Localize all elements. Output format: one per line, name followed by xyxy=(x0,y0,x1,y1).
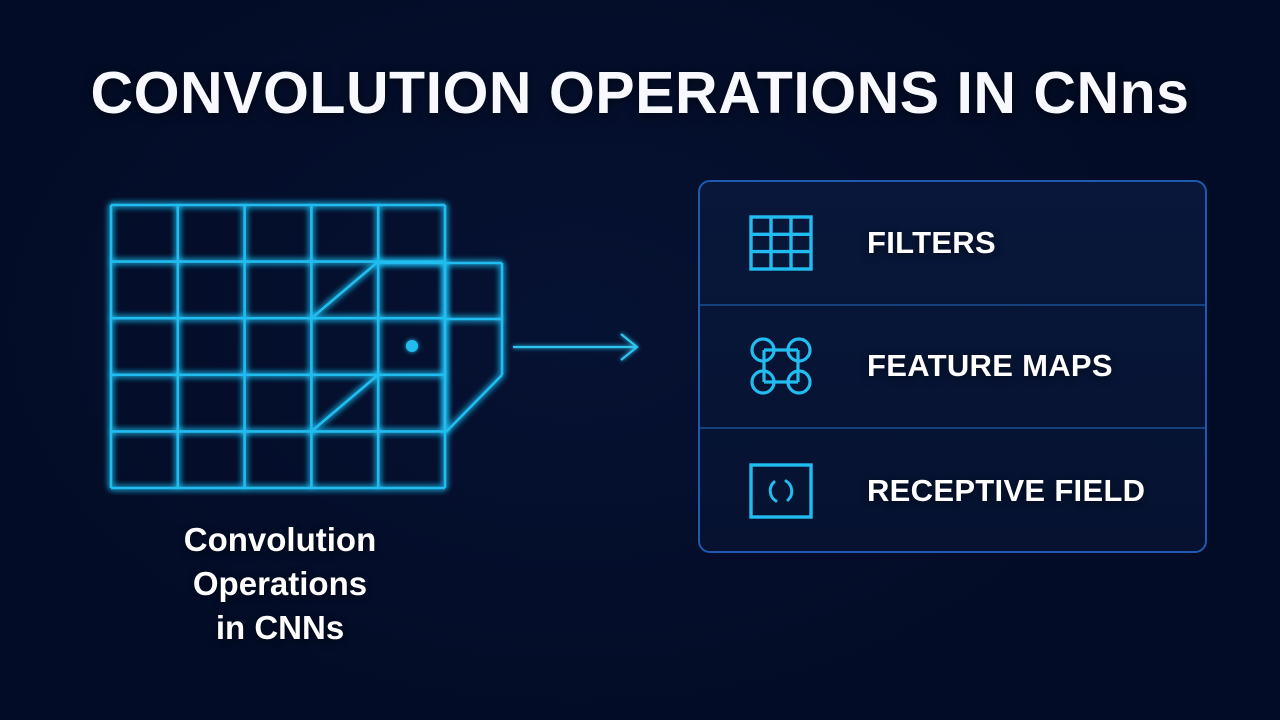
center-marker-dot xyxy=(406,340,418,352)
concepts-panel: FILTERS FEATURE MAPS xyxy=(698,180,1207,553)
diagram-caption: Convolution Operations in CNNs xyxy=(88,518,472,650)
panel-label-feature-maps: FEATURE MAPS xyxy=(867,348,1113,384)
panel-row-receptive-field[interactable]: RECEPTIVE FIELD xyxy=(700,429,1205,551)
panel-row-filters[interactable]: FILTERS xyxy=(700,182,1205,306)
convolution-grid-diagram xyxy=(88,180,668,510)
node-graph-icon xyxy=(747,336,815,396)
receptive-field-icon xyxy=(747,461,815,521)
grid-lines xyxy=(109,203,447,490)
panel-row-feature-maps[interactable]: FEATURE MAPS xyxy=(700,306,1205,430)
panel-label-receptive-field: RECEPTIVE FIELD xyxy=(867,472,1146,508)
caption-line-3: in CNNs xyxy=(215,609,345,646)
caption-line-1: Convolution xyxy=(183,521,377,558)
panel-label-filters: FILTERS xyxy=(867,224,996,260)
grid-diagonals xyxy=(310,260,380,433)
page-title: CONVOLUTION OPERATIONS IN CNns xyxy=(90,60,1190,126)
flow-arrow-icon xyxy=(513,333,639,361)
grid-overlay-plane xyxy=(378,261,504,433)
caption-line-2: Operations xyxy=(192,565,368,602)
grid-3x3-icon xyxy=(747,213,815,273)
